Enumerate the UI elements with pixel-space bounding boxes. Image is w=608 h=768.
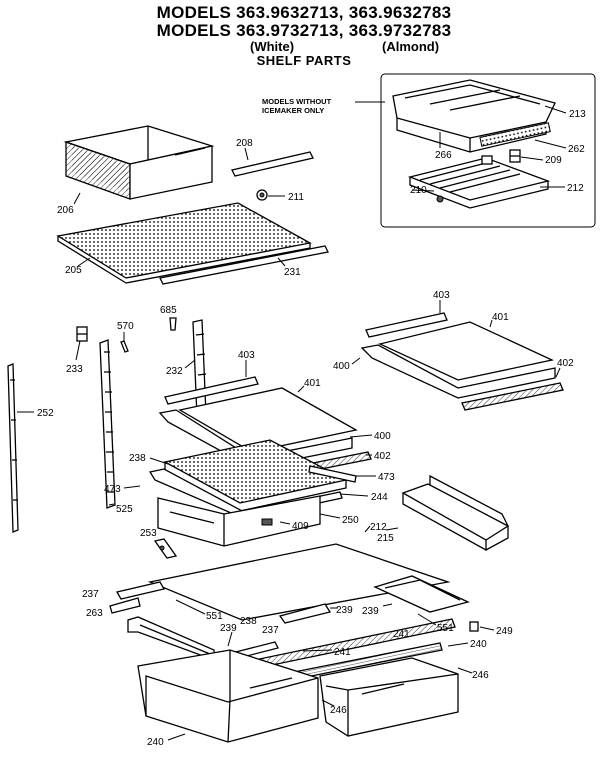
label-237-left: 237 — [82, 589, 99, 600]
label-244: 244 — [371, 492, 388, 503]
label-240-left: 240 — [147, 737, 164, 748]
label-213: 213 — [569, 109, 586, 120]
part-trim-237-left — [116, 581, 165, 600]
label-237-lower: 237 — [262, 625, 279, 636]
label-205: 205 — [65, 265, 82, 276]
label-525: 525 — [116, 504, 133, 515]
title-line-2: MODELS 363.9732713, 363.9732783 — [156, 21, 452, 40]
label-400-upper: 400 — [333, 361, 350, 372]
part-bin-206 — [63, 125, 215, 200]
label-551-left: 551 — [206, 611, 223, 622]
label-570: 570 — [117, 321, 134, 332]
part-rail-252 — [7, 363, 19, 533]
label-246-center: 246 — [330, 705, 347, 716]
inset-note-line-2: ICEMAKER ONLY — [262, 106, 324, 115]
part-trim-231 — [159, 245, 329, 285]
part-frame-400-upper — [360, 344, 556, 399]
part-screw-685 — [169, 317, 177, 331]
part-drawer-215 — [401, 474, 510, 552]
part-trim-403-lower — [164, 376, 259, 405]
part-trim-473 — [308, 465, 357, 483]
part-knob-211 — [256, 189, 268, 201]
label-206: 206 — [57, 205, 74, 216]
label-238-upper: 238 — [129, 453, 146, 464]
part-rail-232 — [192, 319, 207, 418]
part-clip-253 — [153, 538, 178, 559]
title-line-1: MODELS 363.9632713, 363.9632783 — [156, 3, 452, 22]
part-rail-263 — [109, 597, 141, 614]
part-trim-403-upper — [365, 312, 448, 338]
section-title: SHELF PARTS — [256, 53, 352, 68]
part-drawer-250 — [157, 495, 321, 547]
part-clip-209 — [509, 149, 521, 163]
label-210: 210 — [410, 185, 427, 196]
label-239-right: 239 — [362, 606, 379, 617]
part-frame-left-crisper — [127, 616, 215, 661]
label-246-right: 246 — [472, 670, 489, 681]
label-263: 263 — [86, 608, 103, 619]
label-401-lower: 401 — [304, 378, 321, 389]
part-rail-239-center — [278, 603, 332, 624]
label-250: 250 — [342, 515, 359, 526]
almond-variant-label: (Almond) — [382, 39, 440, 54]
part-screw-210 — [436, 195, 444, 203]
label-240-right: 240 — [470, 639, 487, 650]
part-trim-402-upper — [461, 382, 564, 411]
part-drawer-240-right — [319, 657, 459, 737]
part-clip-249 — [469, 621, 479, 632]
label-253: 253 — [140, 528, 157, 539]
part-rail-right — [373, 575, 470, 613]
label-685: 685 — [160, 305, 177, 316]
part-glass-401-lower — [178, 387, 358, 453]
label-262: 262 — [568, 144, 585, 155]
label-402-lower: 402 — [374, 451, 391, 462]
label-400-lower: 400 — [374, 431, 391, 442]
label-241-center: 241 — [334, 647, 351, 658]
label-239-center: 239 — [336, 605, 353, 616]
label-409: 409 — [292, 521, 309, 532]
inset-box: MODELS WITHOUT ICEMAKER ONLY 213 262 — [262, 73, 596, 228]
label-212: 212 — [370, 522, 387, 533]
part-drawer-240-left — [137, 649, 319, 743]
label-473-left: 473 — [104, 484, 121, 495]
part-rail-525 — [99, 339, 116, 509]
label-403-upper: 403 — [433, 290, 450, 301]
label-241-right: 241 — [393, 629, 410, 640]
label-233: 233 — [66, 364, 83, 375]
label-252: 252 — [37, 408, 54, 419]
label-266: 266 — [435, 150, 452, 161]
label-212-inset: 212 — [567, 183, 584, 194]
label-401-upper: 401 — [492, 312, 509, 323]
label-238-lower: 238 — [240, 616, 257, 627]
part-trim-208 — [231, 151, 314, 177]
part-frame-400-lower — [158, 409, 353, 469]
part-frame-212-inset — [407, 155, 551, 209]
label-249: 249 — [496, 626, 513, 637]
part-grille-262 — [479, 122, 551, 147]
label-239-lower: 239 — [220, 623, 237, 634]
label-402-upper: 402 — [557, 358, 574, 369]
inset-note-line-1: MODELS WITHOUT — [262, 97, 332, 106]
label-403-lower: 403 — [238, 350, 255, 361]
white-variant-label: (White) — [250, 39, 295, 54]
part-ice-pan-266 — [392, 79, 556, 153]
part-glass-212 — [147, 543, 451, 621]
part-shelf-205 — [56, 202, 312, 284]
part-glass-401-upper — [378, 321, 555, 381]
label-215: 215 — [377, 533, 394, 544]
label-209: 209 — [545, 155, 562, 166]
label-473-right: 473 — [378, 472, 395, 483]
part-bracket-233 — [76, 326, 88, 342]
label-208: 208 — [236, 138, 253, 149]
label-231: 231 — [284, 267, 301, 278]
label-232: 232 — [166, 366, 183, 377]
label-211: 211 — [288, 192, 304, 203]
part-screw-570 — [120, 340, 129, 353]
